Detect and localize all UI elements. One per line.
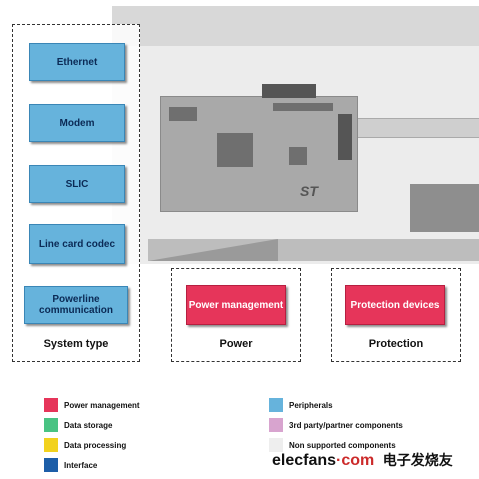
line-card-codec-block: Line card codec	[29, 224, 125, 264]
ribbon-cable	[345, 118, 479, 138]
protection-label: Protection	[368, 338, 424, 350]
legend-item-interface: Interface	[44, 458, 97, 472]
legend-swatch	[269, 438, 283, 452]
legend-label: Peripherals	[289, 400, 333, 410]
legend-item-3rd-party: 3rd party/partner components	[269, 418, 403, 432]
watermark-brand-cn: 电子发烧友	[382, 452, 453, 468]
legend-item-power-management: Power management	[44, 398, 140, 412]
legend-label: Power management	[64, 400, 140, 410]
legend-swatch	[44, 398, 58, 412]
modem-block: Modem	[29, 104, 125, 142]
watermark-logo: elecfans·com 电子发烧友	[272, 450, 453, 470]
strip-bevel	[148, 239, 278, 261]
side-connector	[338, 114, 352, 160]
ethernet-block: Ethernet	[29, 43, 125, 81]
legend-swatch	[44, 418, 58, 432]
board-logo: ST	[300, 183, 318, 199]
powerline-communication-block: Powerline communication	[24, 286, 128, 324]
circuit-board	[160, 96, 358, 212]
legend-item-peripherals: Peripherals	[269, 398, 333, 412]
legend-label: Data processing	[64, 440, 127, 450]
watermark-domain: ·com	[336, 452, 375, 469]
legend-swatch	[269, 418, 283, 432]
legend-swatch	[269, 398, 283, 412]
system-type-label: System type	[43, 338, 109, 350]
legend-item-data-storage: Data storage	[44, 418, 112, 432]
legend-label: 3rd party/partner components	[289, 420, 403, 430]
power-management-block: Power management	[186, 285, 286, 325]
header-connector	[262, 84, 316, 98]
legend-swatch	[44, 438, 58, 452]
slic-block: SLIC	[29, 165, 125, 203]
legend-swatch	[44, 458, 58, 472]
protection-devices-block: Protection devices	[345, 285, 445, 325]
legend-item-data-processing: Data processing	[44, 438, 126, 452]
power-label: Power	[219, 338, 253, 350]
watermark-brand: elecfans	[272, 452, 337, 469]
legend-label: Interface	[64, 460, 98, 470]
legend-item-non-supported: Non supported components	[269, 438, 396, 452]
legend-label: Non supported components	[289, 440, 396, 450]
line-module	[410, 184, 479, 232]
legend-label: Data storage	[64, 420, 113, 430]
